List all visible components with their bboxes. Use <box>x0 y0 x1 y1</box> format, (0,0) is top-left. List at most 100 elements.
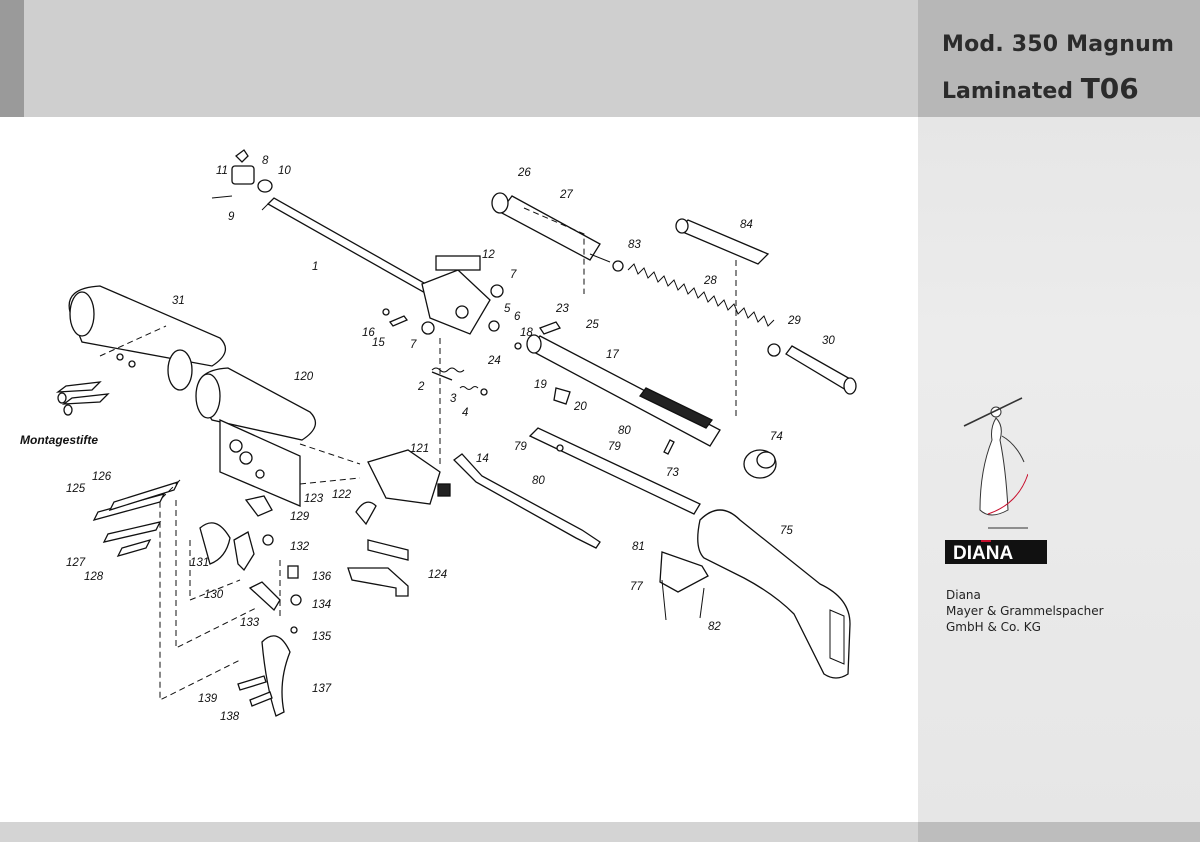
part-axle-pins <box>92 480 180 558</box>
part-receiver <box>514 321 721 447</box>
part-label: 83 <box>628 239 641 251</box>
company-line: Mayer & Grammelspacher <box>946 604 1104 618</box>
part-label: 120 <box>294 371 314 383</box>
part-label: 26 <box>517 167 531 179</box>
diana-logo: DIANA <box>945 540 1047 564</box>
part-label: 123 <box>304 493 324 505</box>
part-label: 16 <box>362 327 375 339</box>
part-label: 4 <box>462 407 468 419</box>
part-label: 125 <box>66 483 86 495</box>
part-label: 130 <box>204 589 224 601</box>
part-label: 134 <box>312 599 331 611</box>
montagestifte-annotation: Montagestifte <box>20 433 98 447</box>
part-label: 30 <box>822 335 835 347</box>
header-stripe <box>0 0 24 117</box>
part-label: 31 <box>172 295 185 307</box>
part-label: 24 <box>487 355 501 367</box>
part-label: 126 <box>92 471 112 483</box>
part-labels: 1 2 3 4 5 6 7 7 8 9 10 11 12 14 15 16 17… <box>20 155 835 723</box>
company-line: Diana <box>946 588 981 602</box>
part-label: 5 <box>504 303 511 315</box>
company-line: GmbH & Co. KG <box>946 620 1041 634</box>
part-label: 82 <box>708 621 721 633</box>
part-label: 10 <box>278 165 291 177</box>
part-breech-block <box>421 255 491 335</box>
part-trigger-mechanism <box>199 449 451 717</box>
part-barrel <box>261 197 442 299</box>
model-title: Mod. 350 Magnum <box>942 32 1175 57</box>
part-label: 136 <box>312 571 332 583</box>
part-mainspring <box>612 260 775 327</box>
diana-logo-text: DIANA <box>953 543 1013 564</box>
part-label: 137 <box>312 683 332 695</box>
part-piston <box>675 218 770 265</box>
part-cocking-lever <box>453 453 601 549</box>
part-spring-guide <box>767 343 857 395</box>
part-label: 121 <box>410 443 429 455</box>
part-label: 128 <box>84 571 104 583</box>
part-label: 124 <box>428 569 447 581</box>
part-label: 15 <box>372 337 385 349</box>
part-label: 138 <box>220 711 240 723</box>
part-label: 132 <box>290 541 310 553</box>
company-info: Diana Mayer & Grammelspacher GmbH & Co. … <box>946 587 1104 635</box>
part-label: 133 <box>240 617 260 629</box>
part-scope-cover <box>68 285 227 391</box>
model-subtitle-prefix: Laminated <box>942 79 1081 104</box>
part-small-pins <box>382 284 504 396</box>
part-label: 6 <box>514 311 521 323</box>
part-label: 25 <box>585 319 599 331</box>
title-block <box>918 0 1200 117</box>
part-label: 129 <box>290 511 310 523</box>
part-label: 27 <box>559 189 573 201</box>
part-label: 80 <box>532 475 545 487</box>
part-label: 2 <box>417 381 425 393</box>
part-label: 79 <box>514 441 527 453</box>
model-code: T06 <box>1080 72 1139 105</box>
part-label: 79 <box>608 441 621 453</box>
model-subtitle: Laminated T06 <box>942 72 1139 105</box>
part-label: 18 <box>520 327 533 339</box>
part-label: 23 <box>555 303 569 315</box>
part-label: 75 <box>780 525 793 537</box>
sidebar-panel <box>918 0 1200 842</box>
part-label: 20 <box>573 401 587 413</box>
part-trigger-housing-plate <box>528 427 701 515</box>
part-mounting-pins <box>55 381 110 416</box>
part-label: 1 <box>312 261 318 273</box>
part-label: 12 <box>482 249 495 261</box>
part-label: 81 <box>632 541 645 553</box>
part-label: 9 <box>228 211 235 223</box>
part-label: 7 <box>410 339 417 351</box>
part-label: 17 <box>606 349 619 361</box>
part-label: 8 <box>262 155 269 167</box>
part-label: 135 <box>312 631 332 643</box>
part-label: 7 <box>510 269 517 281</box>
footer-band <box>0 822 918 842</box>
part-label: 127 <box>66 557 86 569</box>
part-label: 29 <box>787 315 801 327</box>
part-label: 77 <box>630 581 643 593</box>
part-stock <box>659 509 851 679</box>
part-trigger-unit-housing <box>195 367 317 507</box>
exploded-parts-diagram: 1 2 3 4 5 6 7 7 8 9 10 11 12 14 15 16 17… <box>20 149 857 723</box>
part-compression-tube <box>491 192 611 263</box>
assembly-guide-lines <box>99 207 737 701</box>
part-label: 73 <box>666 467 679 479</box>
part-label: 122 <box>332 489 352 501</box>
part-label: 28 <box>703 275 717 287</box>
part-label: 139 <box>198 693 218 705</box>
part-label: 3 <box>450 393 457 405</box>
part-label: 80 <box>618 425 631 437</box>
part-label: 131 <box>190 557 209 569</box>
part-label: 11 <box>216 165 228 177</box>
part-label: 84 <box>740 219 753 231</box>
header-band <box>0 0 918 117</box>
part-end-cap <box>743 449 777 479</box>
huntress-figure-emblem <box>963 397 1028 529</box>
part-label: 19 <box>534 379 547 391</box>
part-label: 14 <box>476 453 489 465</box>
part-label: 74 <box>770 431 783 443</box>
part-front-sight <box>211 149 273 199</box>
footer-band-right <box>918 822 1200 842</box>
